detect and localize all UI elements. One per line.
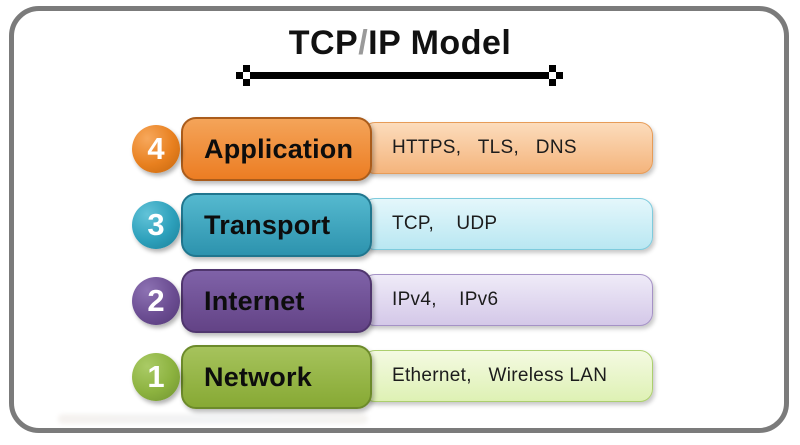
layer-row-internet: IPv4, IPv6 Internet 2 — [0, 269, 800, 333]
protocol-band-transport: TCP, UDP — [362, 198, 653, 250]
protocol-list-network: Ethernet, Wireless LAN — [392, 365, 608, 386]
layer-label-application: Application — [204, 133, 354, 164]
faint-watermark-smudge — [58, 414, 368, 424]
protocol-list-application: HTTPS, TLS, DNS — [392, 137, 577, 158]
title-post: IP Model — [368, 24, 512, 62]
title-underline — [236, 65, 563, 86]
layer-row-application: HTTPS, TLS, DNS Application 4 — [0, 117, 800, 181]
protocol-band-network: Ethernet, Wireless LAN — [362, 350, 653, 402]
title-slash: / — [358, 24, 369, 62]
protocol-band-application: HTTPS, TLS, DNS — [362, 122, 653, 174]
layer-label-transport: Transport — [204, 209, 331, 240]
diagram-title: TCP/IP Model — [0, 24, 800, 63]
layer-box-transport: Transport — [181, 193, 372, 257]
layer-box-network: Network — [181, 345, 372, 409]
layer-label-network: Network — [204, 361, 312, 392]
layer-box-internet: Internet — [181, 269, 372, 333]
layer-row-transport: TCP, UDP Transport 3 — [0, 193, 800, 257]
layer-row-network: Ethernet, Wireless LAN Network 1 — [0, 345, 800, 409]
protocol-band-internet: IPv4, IPv6 — [362, 274, 653, 326]
line-end-handle-left — [236, 65, 257, 86]
layer-number-badge-3: 3 — [132, 201, 180, 249]
layer-label-internet: Internet — [204, 285, 305, 316]
protocol-list-transport: TCP, UDP — [392, 213, 498, 234]
line-end-handle-right — [542, 65, 563, 86]
protocol-list-internet: IPv4, IPv6 — [392, 289, 499, 310]
handle-center — [549, 72, 556, 79]
layer-number-badge-2: 2 — [132, 277, 180, 325]
handle-center — [243, 72, 250, 79]
layer-box-application: Application — [181, 117, 372, 181]
layer-number-badge-1: 1 — [132, 353, 180, 401]
layer-number-badge-4: 4 — [132, 125, 180, 173]
title-pre: TCP — [288, 24, 359, 62]
